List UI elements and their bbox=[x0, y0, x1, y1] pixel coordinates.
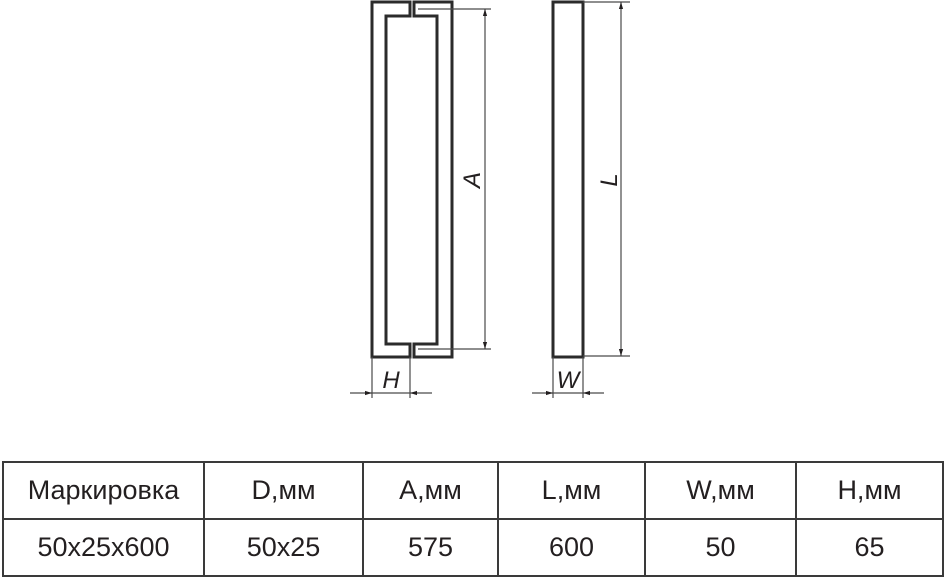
technical-drawing: A H L W bbox=[350, 0, 630, 398]
table-row: 50x25x600 50x25 575 600 50 65 bbox=[2, 518, 944, 577]
header-h: H,мм bbox=[795, 461, 944, 520]
dimension-w bbox=[532, 357, 604, 398]
header-a: A,мм bbox=[362, 461, 499, 520]
dimension-a bbox=[418, 8, 491, 350]
cell-a: 575 bbox=[362, 518, 499, 577]
dimension-h bbox=[350, 357, 432, 398]
cell-marking: 50x25x600 bbox=[2, 518, 205, 577]
cell-h: 65 bbox=[795, 518, 944, 577]
handle-right-half bbox=[412, 0, 454, 359]
front-view-handle bbox=[370, 0, 454, 359]
dimension-l bbox=[583, 1, 630, 357]
header-w: W,мм bbox=[644, 461, 797, 520]
header-d: D,мм bbox=[203, 461, 364, 520]
cell-w: 50 bbox=[644, 518, 797, 577]
table-header-row: Маркировка D,мм A,мм L,мм W,мм H,мм bbox=[2, 461, 944, 520]
cell-d: 50x25 bbox=[203, 518, 364, 577]
spec-table: Маркировка D,мм A,мм L,мм W,мм H,мм 50x2… bbox=[2, 461, 944, 577]
dimension-a-label: A bbox=[459, 172, 486, 190]
header-marking: Маркировка bbox=[2, 461, 205, 520]
handle-left-half bbox=[370, 0, 412, 359]
side-view-profile bbox=[551, 0, 585, 359]
header-l: L,мм bbox=[497, 461, 646, 520]
cell-l: 600 bbox=[497, 518, 646, 577]
dimension-l-label: L bbox=[596, 173, 623, 186]
dimension-w-label: W bbox=[557, 367, 582, 394]
dimension-h-label: H bbox=[382, 367, 400, 394]
